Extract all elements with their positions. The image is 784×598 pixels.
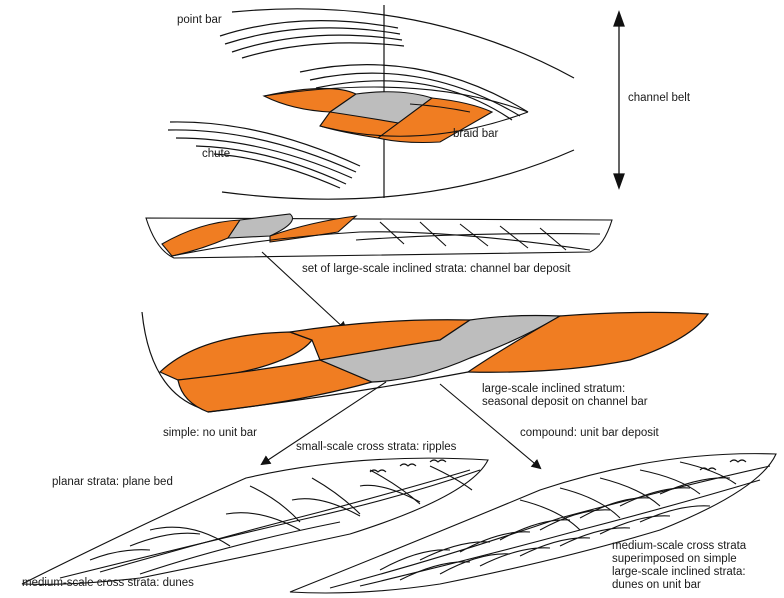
channel-belt-arrow — [614, 12, 624, 188]
label-simple: simple: no unit bar — [163, 427, 257, 440]
label-chute: chute — [202, 148, 230, 161]
label-dunes: medium-scale cross strata: dunes — [22, 577, 194, 590]
label-inclined-stratum: large-scale inclined stratum: seasonal d… — [482, 383, 648, 409]
label-braid-bar: braid bar — [453, 128, 498, 141]
channel-belt-outline — [232, 9, 574, 78]
label-channel-belt: channel belt — [628, 92, 690, 105]
label-superimposed: medium-scale cross strata superimposed o… — [612, 540, 746, 592]
label-channel-bar-deposit: set of large-scale inclined strata: chan… — [302, 263, 571, 276]
label-compound: compound: unit bar deposit — [520, 427, 659, 440]
label-point-bar: point bar — [177, 14, 222, 27]
cross-section-belt — [146, 214, 612, 258]
label-plane-bed: planar strata: plane bed — [52, 476, 173, 489]
label-ripples: small-scale cross strata: ripples — [296, 441, 456, 454]
